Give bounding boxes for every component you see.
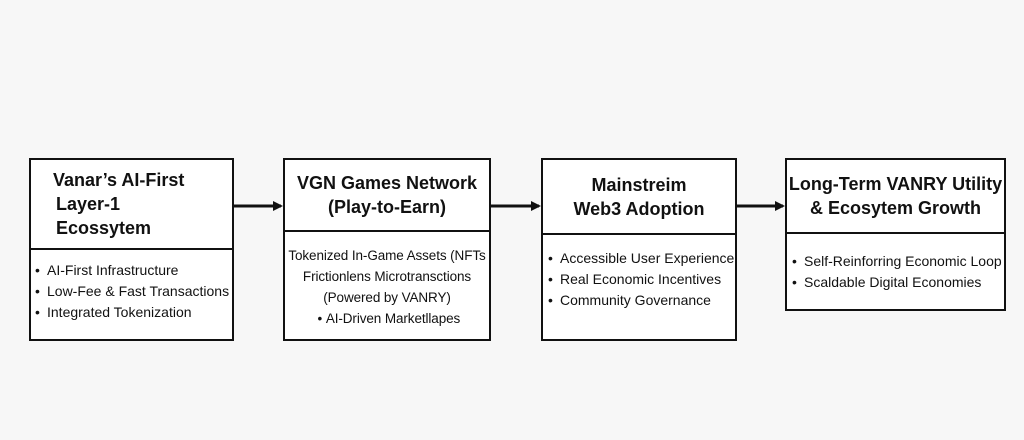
stage-title-line: Vanar’s AI-First: [53, 170, 185, 190]
stage-detail-line: Tokenized In-Game Assets (NFTs: [288, 248, 486, 263]
stage-box-long-term-growth: Long-Term VANRY Utility & Ecosytem Growt…: [785, 158, 1006, 311]
stage-title-line: & Ecosytem Growth: [809, 198, 982, 218]
stage-bullet-item: Low-Fee & Fast Transactions: [35, 281, 232, 302]
stage-box-games-network: VGN Games Network (Play-to-Earn) Tokeniz…: [283, 158, 491, 341]
stage-details: Self-Reinforring Economic Loop Scaldable…: [787, 234, 1004, 309]
stage-detail-line: Frictionlens Microtransctions: [302, 269, 472, 284]
stage-details: Tokenized In-Game Assets (NFTs Frictionl…: [285, 232, 489, 339]
stage-header: Mainstreim Web3 Adoption: [543, 160, 735, 235]
stage-title-line: Layer-1: [56, 194, 121, 214]
stage-details: AI-First Infrastructure Low-Fee & Fast T…: [31, 250, 232, 339]
stage-bullet-item: Community Governance: [548, 290, 735, 311]
stage-bullet-item: AI-First Infrastructure: [35, 260, 232, 281]
stage-box-ecosystem: Vanar’s AI-First Layer-1 Ecossytem AI-Fi…: [29, 158, 234, 341]
stage-bullet-item: Real Economic Incentives: [548, 269, 735, 290]
stage-header: Vanar’s AI-First Layer-1 Ecossytem: [31, 160, 232, 250]
stage-title-line: Mainstreim: [591, 174, 687, 195]
stage-details: Accessible User Experience Real Economic…: [543, 235, 735, 339]
stage-box-web3-adoption: Mainstreim Web3 Adoption Accessible User…: [541, 158, 737, 341]
stage-title-line: VGN Games Network: [296, 173, 478, 193]
stage-bullet-item: Scaldable Digital Economies: [792, 272, 1004, 293]
stage-title-line: Ecossytem: [56, 218, 152, 238]
stage-bullet-item: Accessible User Experience: [548, 248, 735, 269]
stage-header: VGN Games Network (Play-to-Earn): [285, 160, 489, 232]
stage-bullet-item: Integrated Tokenization: [35, 302, 232, 323]
stage-bullet-item: Self-Reinforring Economic Loop: [792, 251, 1004, 272]
stage-bullet-item: AI-Driven Marketllapes: [285, 308, 489, 329]
stage-title-line: Web3 Adoption: [573, 198, 705, 219]
stage-title-line: (Play-to-Earn): [327, 197, 446, 217]
stage-detail-line: (Powered by VANRY): [323, 290, 451, 305]
stage-title-line: Long-Term VANRY Utility: [788, 174, 1003, 194]
stage-header: Long-Term VANRY Utility & Ecosytem Growt…: [787, 160, 1004, 234]
